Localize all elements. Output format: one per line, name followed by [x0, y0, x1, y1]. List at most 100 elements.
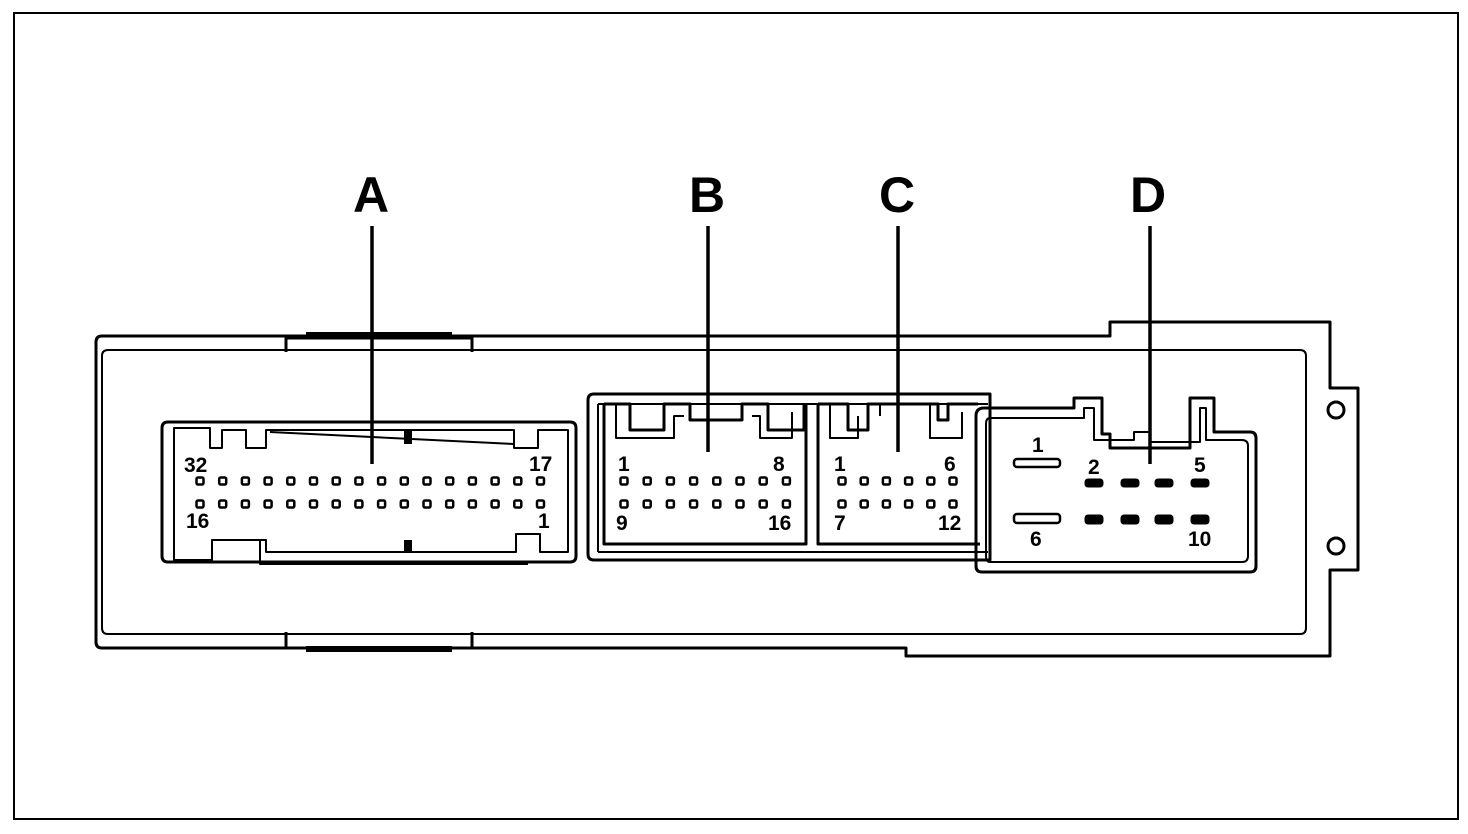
connector-a-pin: [399, 499, 410, 509]
connector-d-label-1: 1: [1032, 434, 1044, 457]
connector-d-label-5: 5: [1194, 454, 1206, 477]
callouts: A B C D: [353, 167, 1166, 464]
connector-d-pin: [1154, 478, 1174, 488]
connector-a-pin: [354, 499, 364, 509]
connector-a-pin: [217, 476, 228, 486]
connector-a-pin: [535, 499, 546, 509]
connector-a-label-1: 1: [538, 510, 550, 533]
connector-b: 1 8 9 16: [602, 402, 808, 546]
connector-b-pin: [735, 499, 745, 509]
connector-c-label-12: 12: [938, 512, 961, 535]
connector-a-label-32: 32: [184, 454, 207, 477]
connector-b-label-8: 8: [773, 453, 785, 476]
connector-b-label-16: 16: [768, 512, 791, 535]
mounting-hole-bottom: [1326, 536, 1346, 556]
connector-b-pin: [781, 499, 792, 509]
connector-d-pin: [1084, 478, 1104, 488]
connector-d-blade-pin: [1012, 457, 1062, 469]
connector-a-pin: [286, 499, 296, 509]
connector-a-pin: [444, 499, 455, 509]
connector-a-pin: [331, 499, 341, 509]
connector-c-pin: [837, 476, 847, 486]
connector-c-label-7: 7: [834, 512, 846, 535]
connector-c-pin: [926, 476, 936, 486]
connector-a-pin: [354, 476, 364, 486]
callout-b: B: [689, 167, 725, 223]
connector-c-pins: [837, 476, 958, 509]
mounting-hole-top: [1326, 400, 1346, 420]
connector-b-pin: [758, 476, 768, 486]
connector-d-label-6: 6: [1030, 528, 1042, 551]
connector-c-pin: [881, 499, 892, 509]
connector-d: 1 2 5 6 10: [974, 396, 1258, 574]
connector-d-pin: [1120, 514, 1140, 525]
connector-b-pin: [619, 476, 629, 486]
connector-a-label-17: 17: [529, 453, 552, 476]
connector-a-pin: [535, 476, 546, 486]
connector-c-label-6: 6: [944, 453, 956, 476]
connector-a-pin: [513, 476, 523, 486]
connector-a-pin: [263, 476, 273, 486]
connector-c-pin: [859, 476, 869, 486]
connector-a-pin: [308, 499, 319, 509]
connector-b-pin: [735, 476, 745, 486]
connector-a-pin: [286, 476, 296, 486]
connector-d-pin: [1190, 478, 1210, 488]
connector-b-label-1: 1: [618, 453, 630, 476]
connector-b-pin: [665, 476, 676, 486]
connector-a-pin: [376, 476, 387, 486]
connector-a-pin: [490, 499, 500, 509]
connector-a-pin: [467, 499, 478, 509]
connector-c-pin: [926, 499, 936, 509]
connector-c-pin: [837, 499, 847, 509]
connector-a-pin: [444, 476, 455, 486]
connector-d-pin: [1190, 514, 1210, 525]
connector-a-pin: [240, 476, 251, 486]
connector-a-pin: [263, 499, 273, 509]
connector-b-pin: [665, 499, 676, 509]
connector-c-pin: [903, 476, 914, 486]
connector-a-pin: [422, 476, 432, 486]
module-housing: [94, 320, 1360, 658]
connector-b-pin: [712, 476, 722, 486]
connector-a-pin: [217, 499, 228, 509]
connector-b-pin: [642, 476, 652, 486]
callout-c: C: [879, 167, 915, 223]
connector-c-label-1: 1: [834, 453, 846, 476]
connector-a-pin: [308, 476, 319, 486]
connector-a-pin: [513, 499, 523, 509]
connector-d-label-10: 10: [1188, 528, 1211, 551]
connector-d-blade-pin: [1012, 512, 1062, 525]
connector-b-pins: [619, 476, 792, 509]
connector-a-label-16: 16: [186, 510, 209, 533]
connector-a-pin: [195, 476, 205, 486]
connector-b-pin: [781, 476, 792, 486]
connector-c-pin: [859, 499, 869, 509]
connector-a-pin: [331, 476, 341, 486]
connector-b-pin: [688, 476, 699, 486]
connector-a-pin: [376, 499, 387, 509]
connector-a-pin: [195, 499, 205, 509]
connector-b-pin: [758, 499, 768, 509]
connector-d-pin: [1084, 514, 1104, 525]
connector-a-pin: [422, 499, 432, 509]
connector-c-pin: [948, 499, 958, 509]
connector-a: 32 17 16 1: [160, 420, 578, 565]
callout-d: D: [1130, 167, 1166, 223]
connector-b-pin: [619, 499, 629, 509]
connector-c-pin: [948, 476, 958, 486]
connector-a-pin: [467, 476, 478, 486]
connector-a-pin: [399, 476, 410, 486]
connector-d-pin: [1120, 478, 1140, 488]
diagram-frame: [13, 12, 1459, 820]
connector-a-pin: [490, 476, 500, 486]
connector-c-pin: [903, 499, 914, 509]
connector-c: 1 6 7 12: [816, 402, 980, 546]
connector-a-pins: [195, 476, 546, 509]
callout-a: A: [353, 167, 389, 223]
connector-b-pin: [688, 499, 699, 509]
connector-b-pin: [642, 499, 652, 509]
connector-d-pin: [1154, 514, 1174, 525]
connector-b-label-9: 9: [616, 512, 628, 535]
